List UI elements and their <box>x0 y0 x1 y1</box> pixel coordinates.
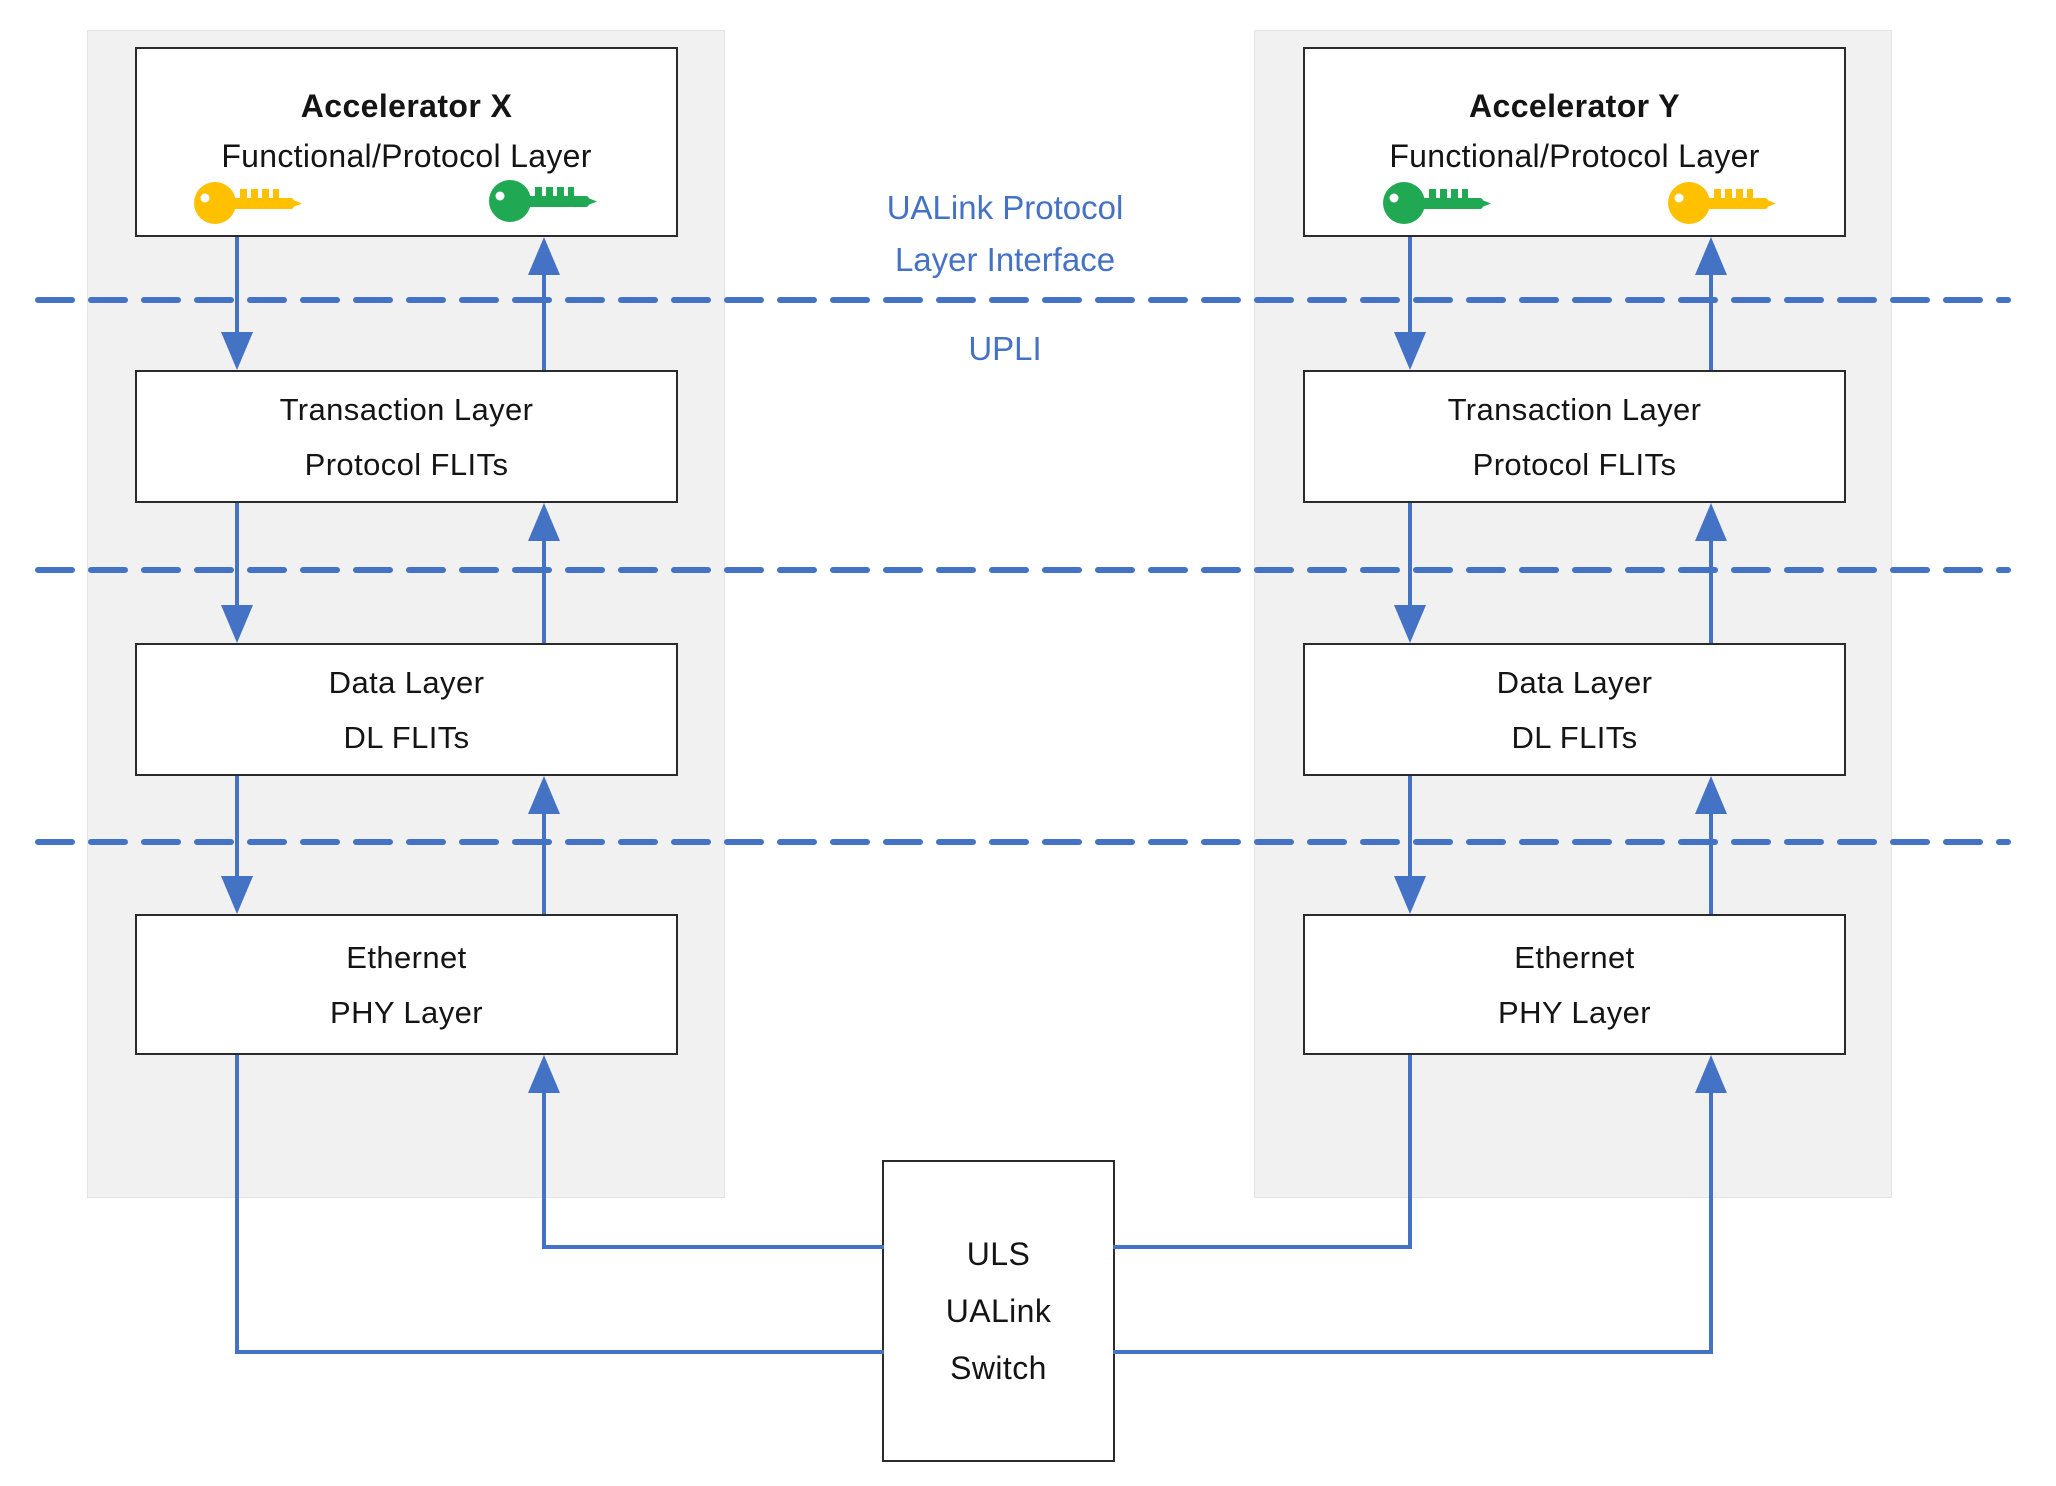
uls-switch-box: ULS UALink Switch <box>882 1160 1115 1462</box>
green-key-icon <box>1383 182 1491 224</box>
ualink-protocol-interface-label: UALink Protocol Layer Interface <box>815 182 1195 286</box>
data-layer-y-line2: DL FLITs <box>1511 719 1638 755</box>
accelerator-y-subtitle: Functional/Protocol Layer <box>1389 138 1760 174</box>
upli-label: UPLI <box>968 330 1042 367</box>
phy-layer-y-line1: Ethernet <box>1514 939 1635 975</box>
data-layer-y-box: Data Layer DL FLITs <box>1303 643 1846 776</box>
accelerator-y-title: Accelerator Y <box>1469 88 1680 124</box>
transaction-layer-y-line2: Protocol FLITs <box>1472 446 1677 482</box>
data-layer-x-line1: Data Layer <box>328 664 485 700</box>
interface-label-line1: UALink Protocol <box>886 189 1124 226</box>
transaction-layer-x-box: Transaction Layer Protocol FLITs <box>135 370 678 503</box>
transaction-layer-x-line1: Transaction Layer <box>279 391 534 427</box>
green-key-icon <box>489 180 597 222</box>
accelerator-x-title: Accelerator X <box>300 88 513 124</box>
transaction-layer-y-line1: Transaction Layer <box>1447 391 1702 427</box>
yellow-key-icon <box>194 182 302 224</box>
data-layer-y-line1: Data Layer <box>1496 664 1653 700</box>
uls-switch-line3: Switch <box>950 1349 1047 1386</box>
yellow-key-icon <box>1668 182 1776 224</box>
transaction-layer-x-line2: Protocol FLITs <box>304 446 509 482</box>
phy-layer-x-box: Ethernet PHY Layer <box>135 914 678 1055</box>
accelerator-x-subtitle: Functional/Protocol Layer <box>221 138 592 174</box>
data-layer-x-box: Data Layer DL FLITs <box>135 643 678 776</box>
phy-layer-x-line1: Ethernet <box>346 939 467 975</box>
phy-layer-y-box: Ethernet PHY Layer <box>1303 914 1846 1055</box>
transaction-layer-y-box: Transaction Layer Protocol FLITs <box>1303 370 1846 503</box>
uls-switch-line1: ULS <box>966 1235 1031 1272</box>
data-layer-x-line2: DL FLITs <box>343 719 470 755</box>
phy-layer-y-line2: PHY Layer <box>1498 994 1651 1030</box>
uls-switch-line2: UALink <box>945 1292 1052 1329</box>
interface-label-line2: Layer Interface <box>894 241 1116 278</box>
phy-layer-x-line2: PHY Layer <box>330 994 483 1030</box>
